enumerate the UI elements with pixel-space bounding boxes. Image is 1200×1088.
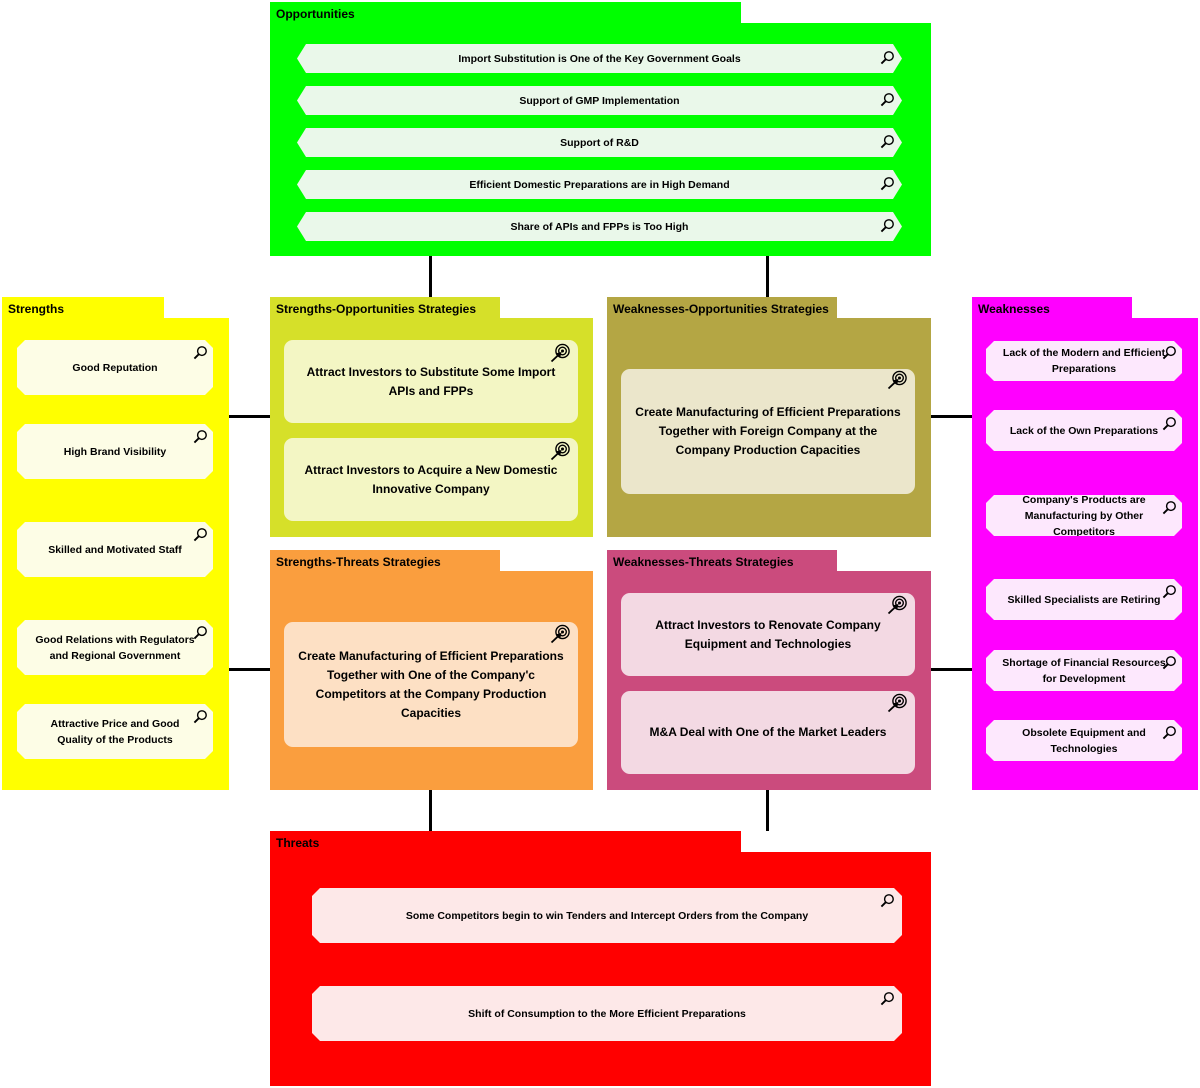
weakness-item[interactable]: Shortage of Financial Resources for Deve… [986, 650, 1182, 691]
threat-item[interactable]: Shift of Consumption to the More Efficie… [312, 986, 902, 1041]
connector-st-threats [429, 790, 432, 831]
magnifier-icon [880, 991, 895, 1006]
magnifier-icon [880, 92, 895, 107]
magnifier-icon [193, 429, 208, 444]
target-icon [550, 441, 570, 461]
target-icon [887, 370, 907, 390]
connector-wt-weaknesses [931, 668, 972, 671]
so-strategies-title: Strengths-Opportunities Strategies [270, 297, 500, 319]
weakness-item[interactable]: Company's Products are Manufacturing by … [986, 495, 1182, 536]
so-strategy-item[interactable]: Attract Investors to Acquire a New Domes… [284, 438, 578, 521]
magnifier-icon [880, 176, 895, 191]
magnifier-icon [1162, 416, 1177, 431]
magnifier-icon [1162, 655, 1177, 670]
magnifier-icon [1162, 345, 1177, 360]
wt-strategy-item[interactable]: M&A Deal with One of the Market Leaders [621, 691, 915, 774]
connector-opp-wo [766, 256, 769, 298]
target-icon [550, 624, 570, 644]
connector-wt-threats [766, 790, 769, 831]
threats-title: Threats [270, 831, 741, 853]
magnifier-icon [880, 134, 895, 149]
wt-strategies-title: Weaknesses-Threats Strategies [607, 550, 837, 572]
opportunity-item[interactable]: Support of GMP Implementation [297, 86, 902, 115]
magnifier-icon [1162, 500, 1177, 515]
opportunity-item[interactable]: Import Substitution is One of the Key Go… [297, 44, 902, 73]
wo-strategies-title: Weaknesses-Opportunities Strategies [607, 297, 837, 319]
strength-item[interactable]: Attractive Price and Good Quality of the… [17, 704, 213, 759]
threats-body [270, 852, 931, 1086]
weaknesses-body [972, 318, 1198, 790]
connector-strengths-so [229, 415, 270, 418]
opportunity-item[interactable]: Support of R&D [297, 128, 902, 157]
magnifier-icon [193, 709, 208, 724]
opportunity-item[interactable]: Share of APIs and FPPs is Too High [297, 212, 902, 241]
magnifier-icon [1162, 725, 1177, 740]
st-strategy-item[interactable]: Create Manufacturing of Efficient Prepar… [284, 622, 578, 747]
so-strategy-item[interactable]: Attract Investors to Substitute Some Imp… [284, 340, 578, 423]
weakness-item[interactable]: Lack of the Modern and Efficient Prepara… [986, 341, 1182, 381]
strength-item[interactable]: Good Reputation [17, 340, 213, 395]
st-strategies-title: Strengths-Threats Strategies [270, 550, 500, 572]
wt-strategy-item[interactable]: Attract Investors to Renovate Company Eq… [621, 593, 915, 676]
magnifier-icon [880, 218, 895, 233]
opportunity-item[interactable]: Efficient Domestic Preparations are in H… [297, 170, 902, 199]
connector-wo-weaknesses [931, 415, 972, 418]
weakness-item[interactable]: Obsolete Equipment and Technologies [986, 720, 1182, 761]
magnifier-icon [193, 625, 208, 640]
strength-item[interactable]: High Brand Visibility [17, 424, 213, 479]
strengths-title: Strengths [2, 297, 164, 319]
magnifier-icon [1162, 584, 1177, 599]
target-icon [550, 343, 570, 363]
opportunities-title: Opportunities [270, 2, 741, 24]
magnifier-icon [880, 893, 895, 908]
weakness-item[interactable]: Lack of the Own Preparations [986, 410, 1182, 451]
wo-strategy-item[interactable]: Create Manufacturing of Efficient Prepar… [621, 369, 915, 494]
strength-item[interactable]: Skilled and Motivated Staff [17, 522, 213, 577]
connector-opp-so [429, 256, 432, 298]
target-icon [887, 595, 907, 615]
strength-item[interactable]: Good Relations with Regulators and Regio… [17, 620, 213, 675]
magnifier-icon [880, 50, 895, 65]
target-icon [887, 693, 907, 713]
magnifier-icon [193, 345, 208, 360]
weaknesses-title: Weaknesses [972, 297, 1132, 319]
weakness-item[interactable]: Skilled Specialists are Retiring [986, 579, 1182, 620]
magnifier-icon [193, 527, 208, 542]
threat-item[interactable]: Some Competitors begin to win Tenders an… [312, 888, 902, 943]
connector-strengths-st [229, 668, 270, 671]
